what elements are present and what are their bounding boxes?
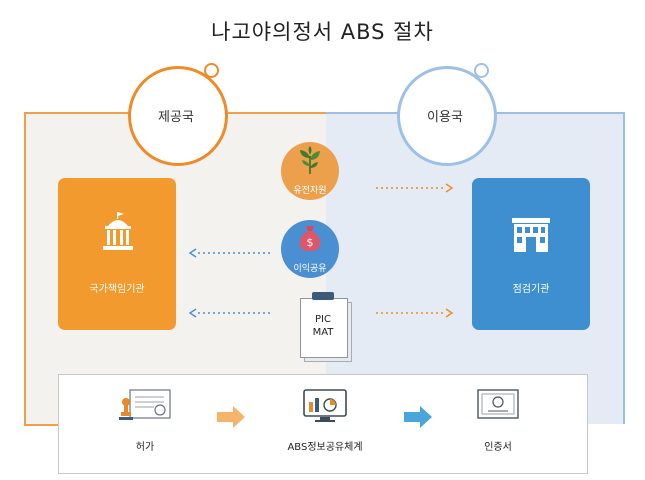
checkpoint-label: 점검기관 bbox=[512, 284, 550, 295]
pic-text: PIC bbox=[315, 314, 331, 325]
step-abs-chm-label: ABS정보공유체계 bbox=[287, 442, 363, 453]
user-label: 이용국 bbox=[427, 110, 463, 125]
page-title: 나고야의정서 ABS 절차 bbox=[211, 20, 434, 44]
user-circle-knob bbox=[474, 63, 489, 78]
checkpoint-box bbox=[472, 178, 590, 330]
arrow-blue-right bbox=[404, 406, 432, 428]
permit-stamp-icon bbox=[119, 389, 171, 420]
svg-text:$: $ bbox=[307, 236, 314, 249]
government-building-icon bbox=[103, 212, 133, 250]
provider-label: 제공국 bbox=[158, 110, 194, 125]
store-building-icon bbox=[512, 218, 550, 252]
monitor-chart-icon bbox=[303, 389, 347, 422]
arrow-orange-right bbox=[217, 406, 245, 428]
mat-text: MAT bbox=[312, 327, 334, 338]
genetic-resources-label: 유전자원 bbox=[293, 186, 327, 196]
provider-authority-box bbox=[58, 178, 176, 330]
certificate-icon bbox=[477, 389, 519, 419]
benefit-sharing-label: 이익공유 bbox=[293, 264, 327, 274]
provider-circle-knob bbox=[204, 63, 219, 78]
document-icon bbox=[300, 298, 348, 358]
user-circle bbox=[397, 66, 497, 166]
plant-icon bbox=[300, 146, 320, 174]
provider-authority-label: 국가책임기관 bbox=[89, 284, 145, 295]
step-permit-label: 허가 bbox=[135, 442, 155, 453]
money-bag-icon: $ bbox=[299, 226, 321, 251]
provider-circle bbox=[128, 66, 228, 166]
step-certificate-label: 인증서 bbox=[484, 442, 512, 453]
clipboard-clip bbox=[312, 292, 334, 300]
